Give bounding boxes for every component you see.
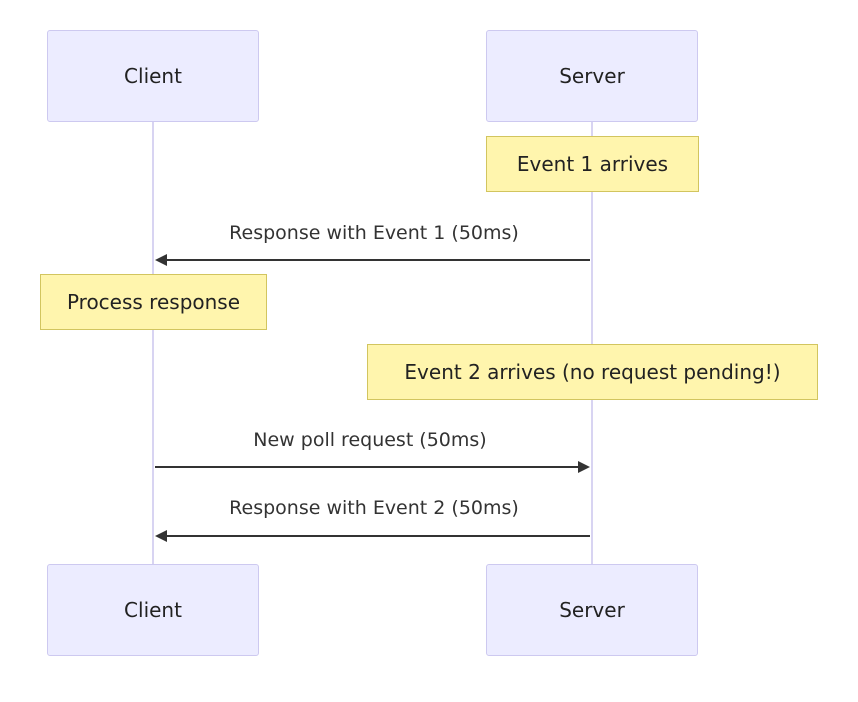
message-label-1: Response with Event 1 (50ms) [229,222,519,244]
note-process-response: Process response [40,274,267,330]
client-actor-top: Client [47,30,259,122]
client-actor-bottom-label: Client [124,598,182,622]
note-process-response-text: Process response [66,290,241,314]
server-actor-bottom: Server [486,564,698,656]
client-actor-bottom: Client [47,564,259,656]
note-event-1: Event 1 arrives [486,136,699,192]
server-actor-top: Server [486,30,698,122]
note-event-2-text: Event 2 arrives (no request pending!) [404,360,781,384]
message-label-2: New poll request (50ms) [253,429,487,451]
server-actor-label: Server [559,64,625,88]
message-label-3: Response with Event 2 (50ms) [229,497,519,519]
server-actor-bottom-label: Server [559,598,625,622]
client-actor-label: Client [124,64,182,88]
note-event-1-text: Event 1 arrives [516,152,669,176]
note-event-2: Event 2 arrives (no request pending!) [367,344,818,400]
